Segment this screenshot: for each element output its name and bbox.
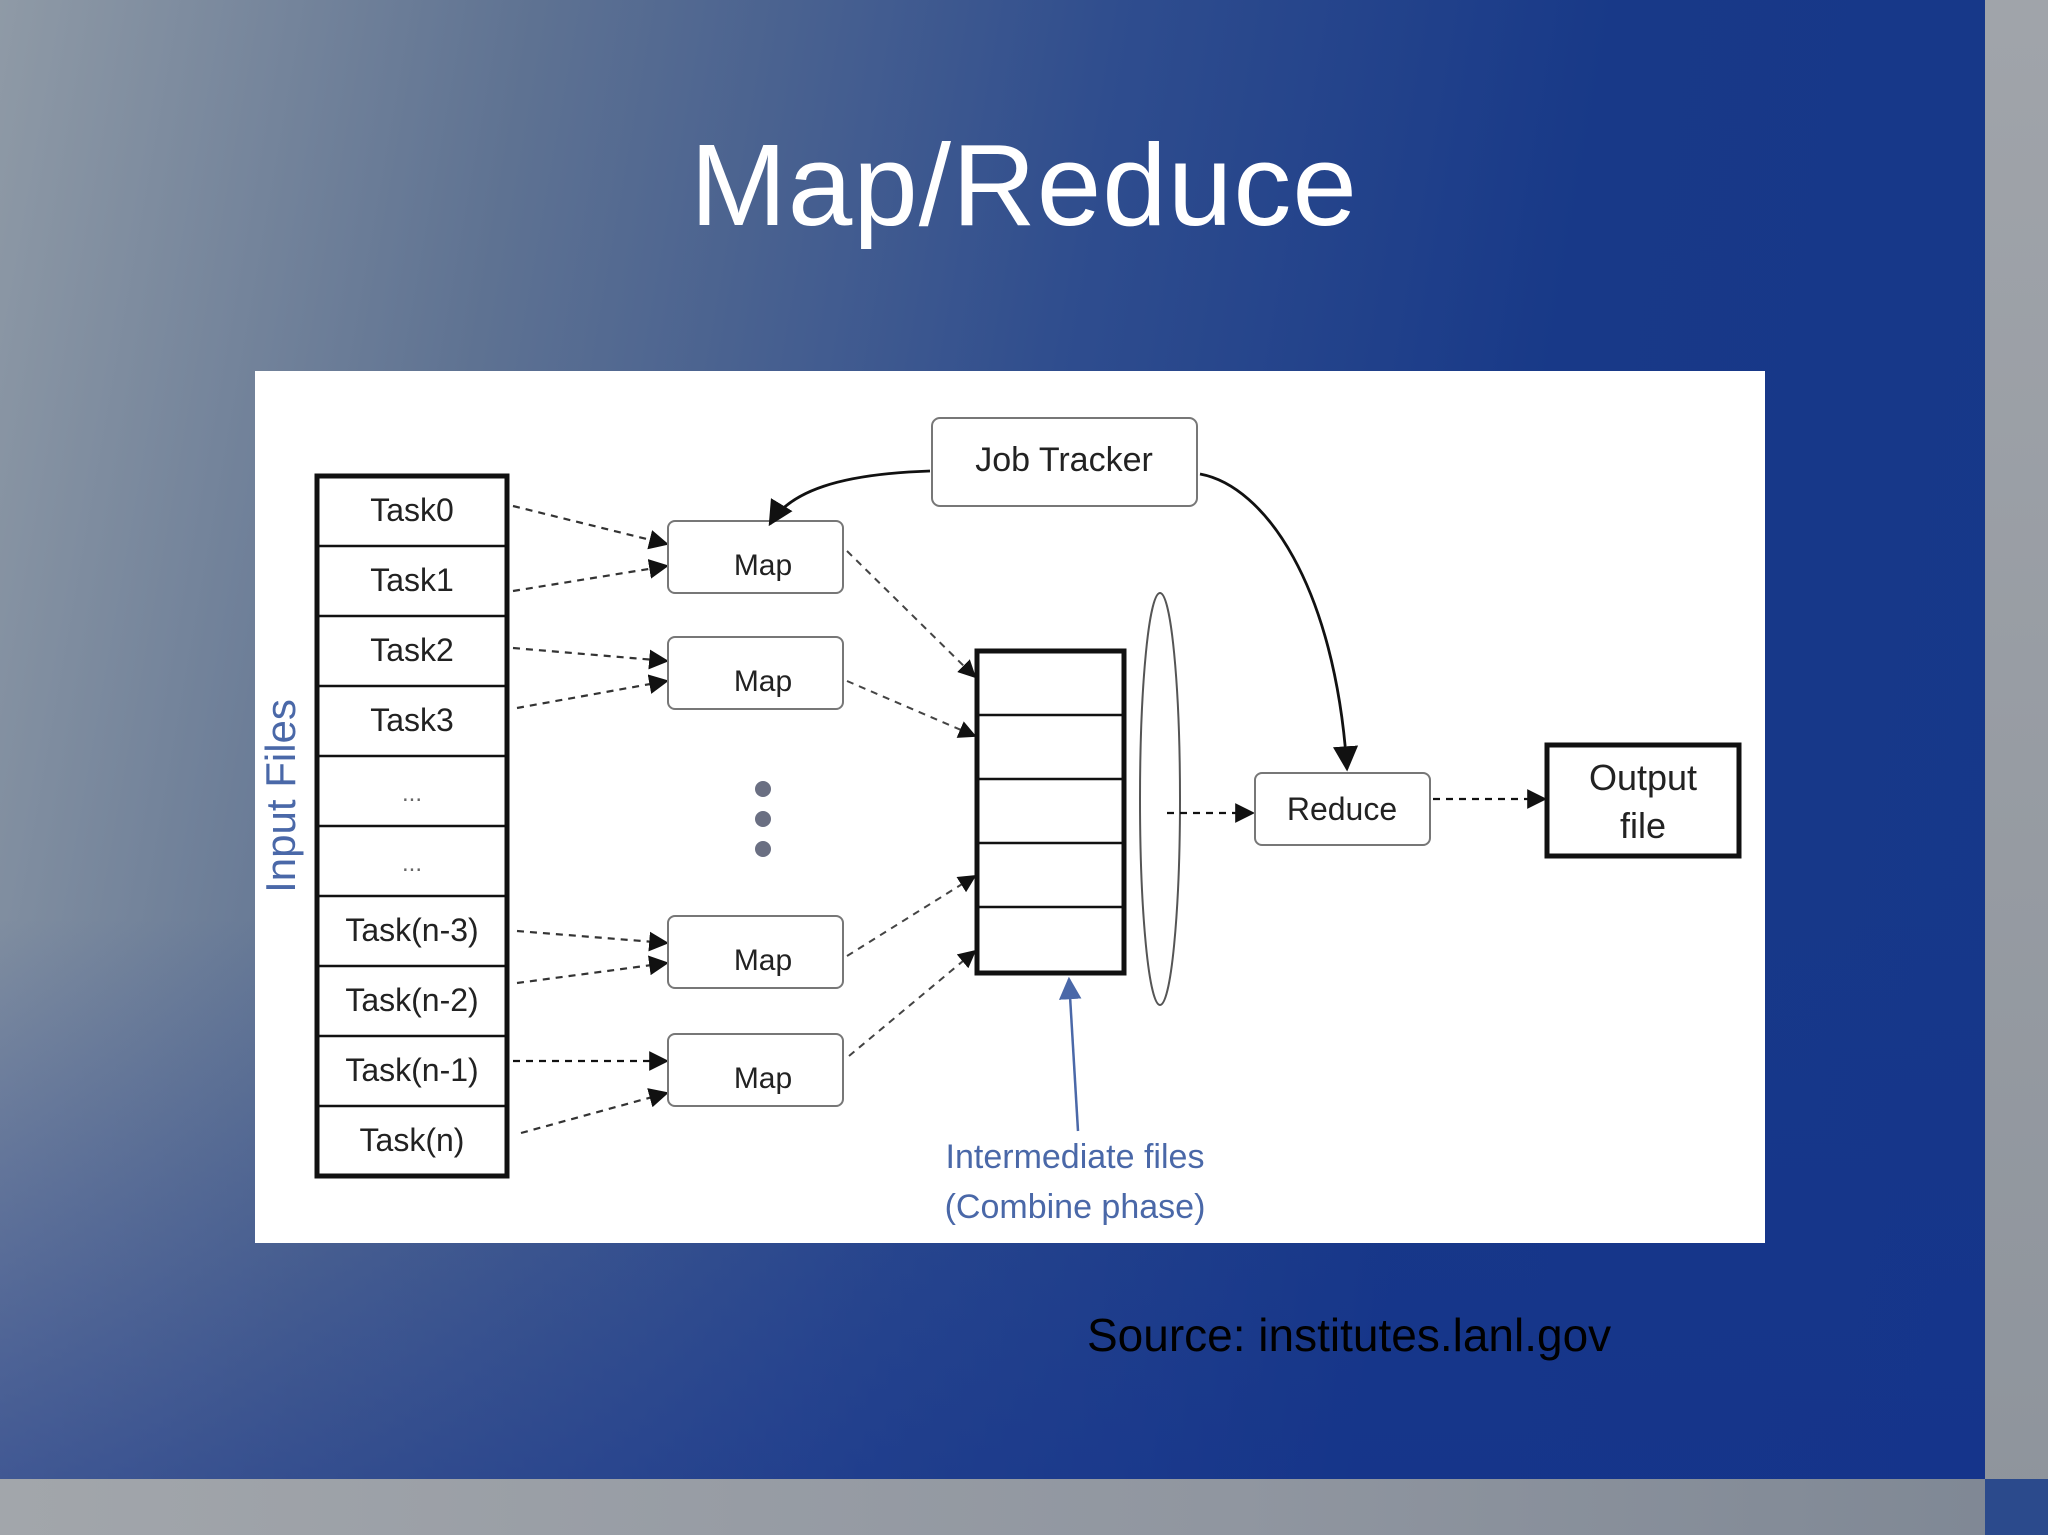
- output-label-line2: file: [1620, 805, 1666, 846]
- right-margin-band: [1985, 0, 2048, 1535]
- task-item: Task0: [370, 492, 454, 528]
- job-tracker-node: Job Tracker: [931, 417, 1198, 507]
- task-item: ...: [402, 780, 422, 807]
- map-node: Map: [667, 1033, 844, 1107]
- map-label: Map: [734, 665, 792, 698]
- task-item: Task1: [370, 562, 454, 598]
- job-tracker-to-reduce-arrow: [1199, 472, 1359, 772]
- mapreduce-diagram: Input Files Task0 Task1 Task2 Task3 ... …: [257, 417, 1742, 1226]
- corner-block: [1985, 1479, 2048, 1535]
- intermediate-label-line2: (Combine phase): [945, 1188, 1206, 1226]
- output-label-line1: Output: [1589, 757, 1697, 798]
- input-files-label: Input Files: [257, 699, 304, 893]
- map-label: Map: [734, 1062, 792, 1095]
- task-item: Task(n-1): [345, 1052, 478, 1088]
- intermediate-label-line1: Intermediate files: [946, 1138, 1205, 1176]
- intermediate-files-stack: [974, 648, 1127, 976]
- intermediate-pointer-arrow: [1058, 976, 1082, 1132]
- map-label: Map: [734, 549, 792, 582]
- task-item: Task2: [370, 632, 454, 668]
- reduce-node: Reduce: [1254, 772, 1431, 846]
- task-item: Task3: [370, 702, 454, 738]
- job-tracker-to-map-arrow: [768, 469, 931, 527]
- map-label: Map: [734, 944, 792, 977]
- job-tracker-label: Job Tracker: [975, 441, 1153, 479]
- task-item: ...: [402, 850, 422, 877]
- reduce-label: Reduce: [1287, 791, 1397, 827]
- slide-title: Map/Reduce: [690, 120, 1358, 250]
- task-to-map-arrows: [512, 504, 669, 1135]
- task-item: Task(n): [360, 1122, 465, 1158]
- map-node: Map: [667, 520, 844, 594]
- diagram-panel: Input Files Task0 Task1 Task2 Task3 ... …: [255, 371, 1765, 1243]
- task-item: Task(n-3): [345, 912, 478, 948]
- combine-ellipse: [1139, 592, 1181, 1006]
- ellipsis-dots-icon: [755, 781, 771, 857]
- output-file-node: Output file: [1544, 742, 1742, 859]
- bottom-margin-band: [0, 1479, 2048, 1535]
- task-list: Task0 Task1 Task2 Task3 ... ... Task(n-3…: [317, 492, 507, 1158]
- source-caption: Source: institutes.lanl.gov: [1087, 1309, 1612, 1361]
- map-to-intermediate-arrows: [846, 550, 977, 1057]
- map-node: Map: [667, 636, 844, 710]
- map-node: Map: [667, 915, 844, 989]
- task-item: Task(n-2): [345, 982, 478, 1018]
